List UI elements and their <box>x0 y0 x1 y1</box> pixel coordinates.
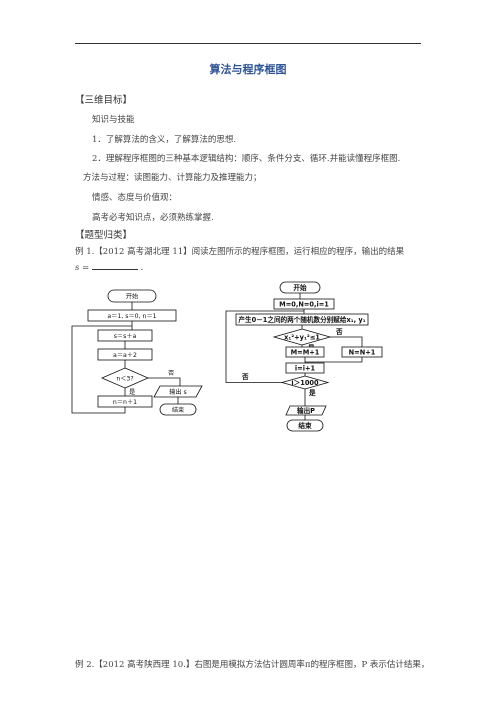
knowledge-item-1: 1．了解算法的含义，了解算法的思想. <box>92 135 237 145</box>
attitude-line: 情感、态度与价值观： <box>92 193 178 203</box>
flow-left-start: 开始 <box>126 293 138 301</box>
example-1-answer-line: s = . <box>75 262 144 273</box>
knowledge-heading: 知识与技能 <box>92 115 135 125</box>
flow-left-output: 输出 s <box>169 388 187 396</box>
flow-left-end-shape <box>159 403 197 416</box>
flow-right-yes2: 是 <box>308 388 316 397</box>
flow-right-loop-cond: i＞1000 <box>291 379 319 387</box>
flow-left-cond: n＜3? <box>116 376 133 383</box>
flow-left-yes: 是 <box>129 389 135 396</box>
flow-right-output-shape <box>285 405 327 416</box>
flow-left-end: 结束 <box>172 406 184 414</box>
example-2-question: 例 2.【2012 高考陕西理 10.】右图是用模拟方法估计圆周率π的程序框图，… <box>75 660 430 670</box>
flow-right-no2: 否 <box>241 373 249 381</box>
answer-blank <box>91 262 138 270</box>
section-heading-types: 【题型归类】 <box>75 230 133 241</box>
method-line: 方法与过程：读图能力、计算能力及推理能力； <box>83 173 262 183</box>
flow-right-n-inc: N=N+1 <box>349 349 376 357</box>
flow-right-no: 否 <box>335 328 343 336</box>
flow-left-no: 否 <box>168 370 174 377</box>
knowledge-item-2: 2．理解程序框图的三种基本逻辑结构：顺序、条件分支、循环.并能读懂程序框图. <box>92 154 401 164</box>
flow-right-output: 输出P <box>297 406 315 415</box>
flow-left-step1: s＝s＋a <box>114 333 137 340</box>
header-rule <box>75 43 421 44</box>
flow-right-cond: x₁²+y₁²≤1 <box>284 334 320 342</box>
flowchart-right: 开始 M=0,N=0,i=1 产生0－1之间的两个随机数分别赋给x₁, y₁ x… <box>225 281 383 432</box>
flow-right-init: M=0,N=0,i=1 <box>279 301 329 309</box>
section-heading-goals: 【三维目标】 <box>75 95 133 106</box>
flow-right-start: 开始 <box>293 283 307 292</box>
example-1-question: 例 1.【2012 高考湖北理 11】阅读左图所示的程序框图，运行相应的程序，输… <box>75 247 405 257</box>
answer-prefix: s = <box>75 263 90 273</box>
flow-left-inc: n＝n＋1 <box>113 399 137 406</box>
page-title: 算法与程序框图 <box>209 63 287 76</box>
exam-line: 高考必考知识点，必须熟练掌握. <box>92 213 214 223</box>
flow-right-gen: 产生0－1之间的两个随机数分别赋给x₁, y₁ <box>238 315 365 324</box>
flow-right-m-inc: M=M+1 <box>291 349 320 357</box>
flow-right-end-shape <box>286 419 324 432</box>
flow-left-init: a＝1, s＝0, n＝1 <box>107 313 156 320</box>
flow-right-end: 结束 <box>298 421 312 430</box>
flow-right-i-inc: i=i+1 <box>295 365 316 373</box>
flow-left-step2: a＝a＋2 <box>113 352 137 359</box>
flow-left-output-shape <box>153 385 203 398</box>
flowchart-left: 开始 a＝1, s＝0, n＝1 s＝s＋a a＝a＋2 n＜3? 是 n＝n＋… <box>71 289 203 416</box>
